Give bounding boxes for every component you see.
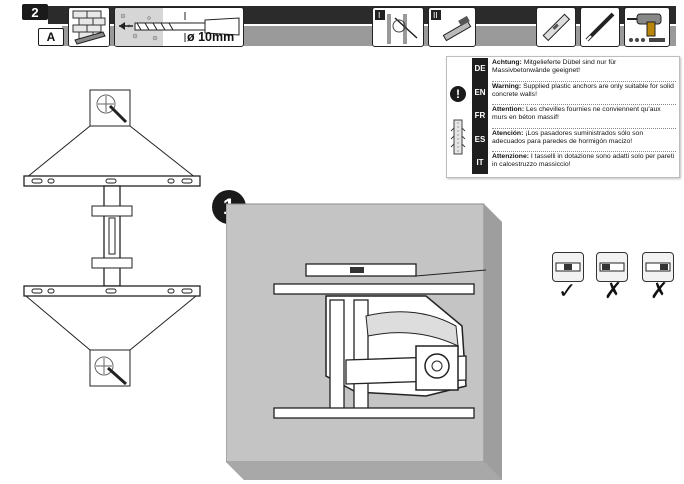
lang-code-fr: FR — [474, 111, 486, 120]
wall-mount-illustration — [226, 203, 502, 480]
warning-text-de: Achtung: Mitgelieferte Dübel sind nur fü… — [492, 59, 617, 74]
solid-wall-icon — [68, 7, 110, 47]
pencil-icon — [580, 7, 620, 47]
drill-size-label: ø 10mm — [187, 30, 235, 44]
level-check-wrong-left — [596, 252, 628, 282]
separator — [492, 151, 676, 152]
warning-exclamation-icon: ! — [450, 86, 466, 102]
cross-mark: ✗ — [604, 278, 623, 303]
drill-bit-size-box: ø 10mm — [114, 7, 244, 47]
separator — [492, 128, 676, 129]
lang-code-it: IT — [476, 158, 484, 167]
cross-mark: ✗ — [650, 278, 669, 303]
level-tool-icon — [536, 7, 576, 47]
anchor-step-2-icon: II — [428, 7, 476, 47]
svg-text:I: I — [378, 11, 380, 20]
anchor-step-1-icon: I — [372, 7, 424, 47]
warning-text-es: Atención: ¡Los pasadores suministrados s… — [492, 130, 644, 145]
separator — [492, 104, 676, 105]
warning-text-fr: Attention: Les chevilles fournies ne con… — [492, 106, 661, 121]
warning-text-it: Attenzione: I tasselli in dotazione sono… — [492, 153, 675, 168]
step-number-badge: 2 — [22, 4, 48, 20]
language-bar — [472, 58, 488, 174]
lang-code-es: ES — [474, 135, 486, 144]
separator — [492, 81, 676, 82]
plastic-anchor-icon — [450, 119, 466, 155]
svg-text:II: II — [433, 11, 438, 20]
lang-code-de: DE — [474, 64, 486, 73]
warning-text-en: Warning: Supplied plastic anchors are on… — [492, 83, 674, 98]
drill-icon — [624, 7, 670, 47]
lang-code-en: EN — [474, 88, 486, 97]
check-mark: ✓ — [558, 278, 577, 303]
level-check-wrong-right — [642, 252, 674, 282]
level-check-correct — [552, 252, 584, 282]
sub-step-badge: A — [38, 28, 64, 46]
wall-plate-diagram — [23, 89, 201, 387]
